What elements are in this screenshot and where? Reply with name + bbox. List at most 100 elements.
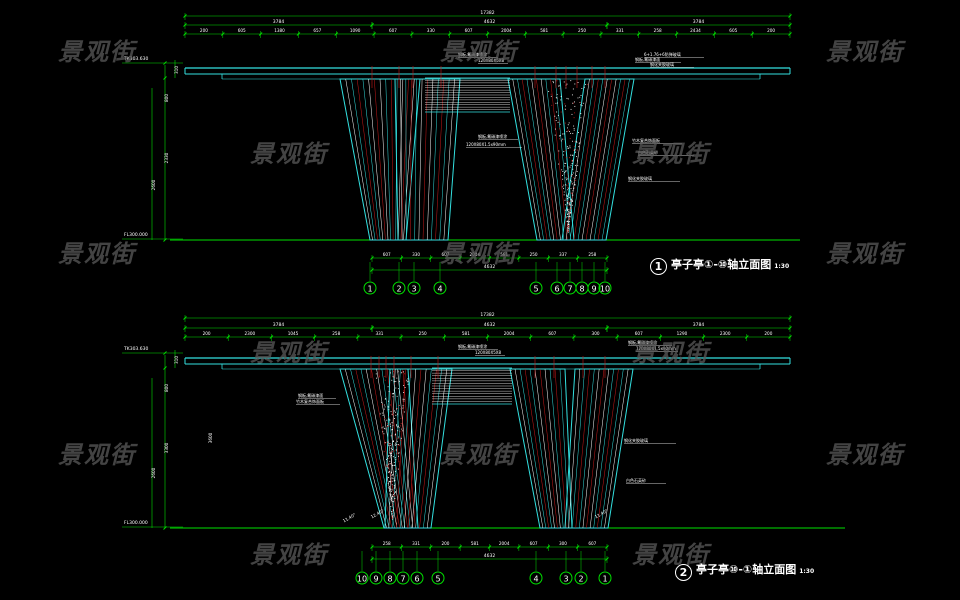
column-cladding-line [427, 79, 433, 240]
top-dim-chain-value: 258 [332, 331, 340, 336]
quartz-sand-dot [408, 381, 409, 382]
top-dim-chain-value: 331 [616, 28, 624, 33]
quartz-sand-dot [388, 487, 389, 488]
quartz-sand-dot [573, 126, 574, 127]
column-cladding-line [423, 369, 441, 528]
column-cladding-line [391, 79, 393, 240]
axis-number: 5 [533, 285, 538, 294]
quartz-sand-dot [567, 221, 568, 222]
quartz-sand-dot [580, 117, 581, 118]
quartz-sand-dot [551, 96, 552, 97]
quartz-sand-dot [564, 194, 565, 195]
bottom-dim-chain-value: 337 [559, 252, 567, 257]
quartz-sand-dot [580, 113, 581, 114]
quartz-sand-dot [578, 97, 579, 98]
quartz-sand-dot [573, 103, 574, 104]
axis-number: 1 [602, 575, 607, 584]
quartz-sand-dot [385, 380, 386, 381]
quartz-sand-dot [399, 431, 400, 432]
bottom-dim-chain-value: 250 [530, 252, 538, 257]
quartz-sand-dot [392, 415, 393, 416]
quartz-sand-dot [395, 444, 396, 445]
quartz-sand-dot [403, 400, 404, 401]
quartz-sand-dot [568, 231, 569, 232]
quartz-sand-dot [392, 449, 393, 450]
column-cladding-line [551, 79, 568, 240]
quartz-sand-dot [571, 188, 572, 189]
top-dim-chain-value: 200 [767, 28, 775, 33]
quartz-sand-dot [574, 128, 575, 129]
drawing-number-bubble: 2 [675, 564, 692, 581]
quartz-sand-dot [384, 409, 385, 410]
quartz-sand-dot [563, 188, 564, 189]
top-dim-chain-value: 657 [313, 28, 321, 33]
quartz-sand-dot [393, 510, 394, 511]
vertical-dim-value: 800 [164, 94, 169, 102]
quartz-sand-dot [409, 380, 410, 381]
quartz-sand-dot [392, 422, 393, 423]
quartz-sand-dot [392, 429, 393, 430]
quartz-sand-dot [391, 494, 392, 495]
quartz-sand-dot [567, 178, 568, 179]
quartz-sand-dot [568, 194, 569, 195]
quartz-sand-dot [572, 103, 573, 104]
watermark: 景观街 [250, 333, 328, 368]
quartz-sand-dot [391, 455, 392, 456]
quartz-sand-dot [396, 467, 397, 468]
quartz-sand-dot [568, 183, 569, 184]
annotation-note: 白色石英砂 [626, 477, 646, 483]
vertical-dim-value: 2330 [164, 152, 169, 163]
quartz-sand-dot [394, 481, 395, 482]
quartz-sand-dot [388, 483, 389, 484]
quartz-sand-dot [571, 109, 572, 110]
quartz-sand-dot [575, 152, 576, 153]
quartz-sand-dot [388, 409, 389, 410]
quartz-sand-dot [391, 444, 392, 445]
quartz-sand-dot [561, 140, 562, 141]
quartz-sand-dot [570, 213, 571, 214]
quartz-sand-dot [384, 405, 385, 406]
quartz-sand-dot [568, 188, 569, 189]
quartz-sand-dot [572, 197, 573, 198]
quartz-sand-dot [389, 444, 390, 445]
quartz-sand-dot [392, 481, 393, 482]
quartz-sand-dot [568, 213, 569, 214]
quartz-sand-dot [569, 122, 570, 123]
column-cladding-line [594, 79, 621, 240]
quartz-sand-dot [569, 204, 570, 205]
quartz-sand-dot [568, 177, 569, 178]
quartz-sand-dot [392, 486, 393, 487]
quartz-sand-dot [576, 156, 577, 157]
quartz-sand-dot [572, 160, 573, 161]
quartz-sand-dot [570, 147, 571, 148]
quartz-sand-dot [570, 180, 571, 181]
quartz-sand-dot [569, 227, 570, 228]
angle-label: 11.40° [342, 512, 357, 523]
quartz-sand-dot [565, 184, 566, 185]
column-cladding-line [540, 369, 557, 528]
top-dim-chain-value: 605 [238, 28, 246, 33]
quartz-sand-dot [581, 95, 582, 96]
quartz-sand-dot [387, 467, 388, 468]
quartz-sand-dot [391, 498, 392, 499]
quartz-sand-dot [387, 423, 388, 424]
quartz-sand-dot [399, 445, 400, 446]
quartz-sand-dot [560, 124, 561, 125]
top-dim-chain-value: 200 [200, 28, 208, 33]
column-cladding-line [440, 79, 450, 240]
quartz-sand-dot [582, 105, 583, 106]
watermark: 景观街 [826, 234, 904, 269]
quartz-sand-dot [385, 399, 386, 400]
quartz-sand-dot [396, 444, 397, 445]
quartz-sand-dot [574, 146, 575, 147]
quartz-sand-dot [394, 499, 395, 500]
quartz-sand-dot [574, 117, 575, 118]
quartz-sand-dot [569, 219, 570, 220]
quartz-sand-dot [579, 143, 580, 144]
quartz-sand-dot [569, 197, 570, 198]
quartz-sand-dot [572, 94, 573, 95]
quartz-sand-dot [393, 478, 394, 479]
quartz-sand-dot [566, 195, 567, 196]
quartz-sand-dot [390, 481, 391, 482]
quartz-sand-dot [566, 179, 567, 180]
